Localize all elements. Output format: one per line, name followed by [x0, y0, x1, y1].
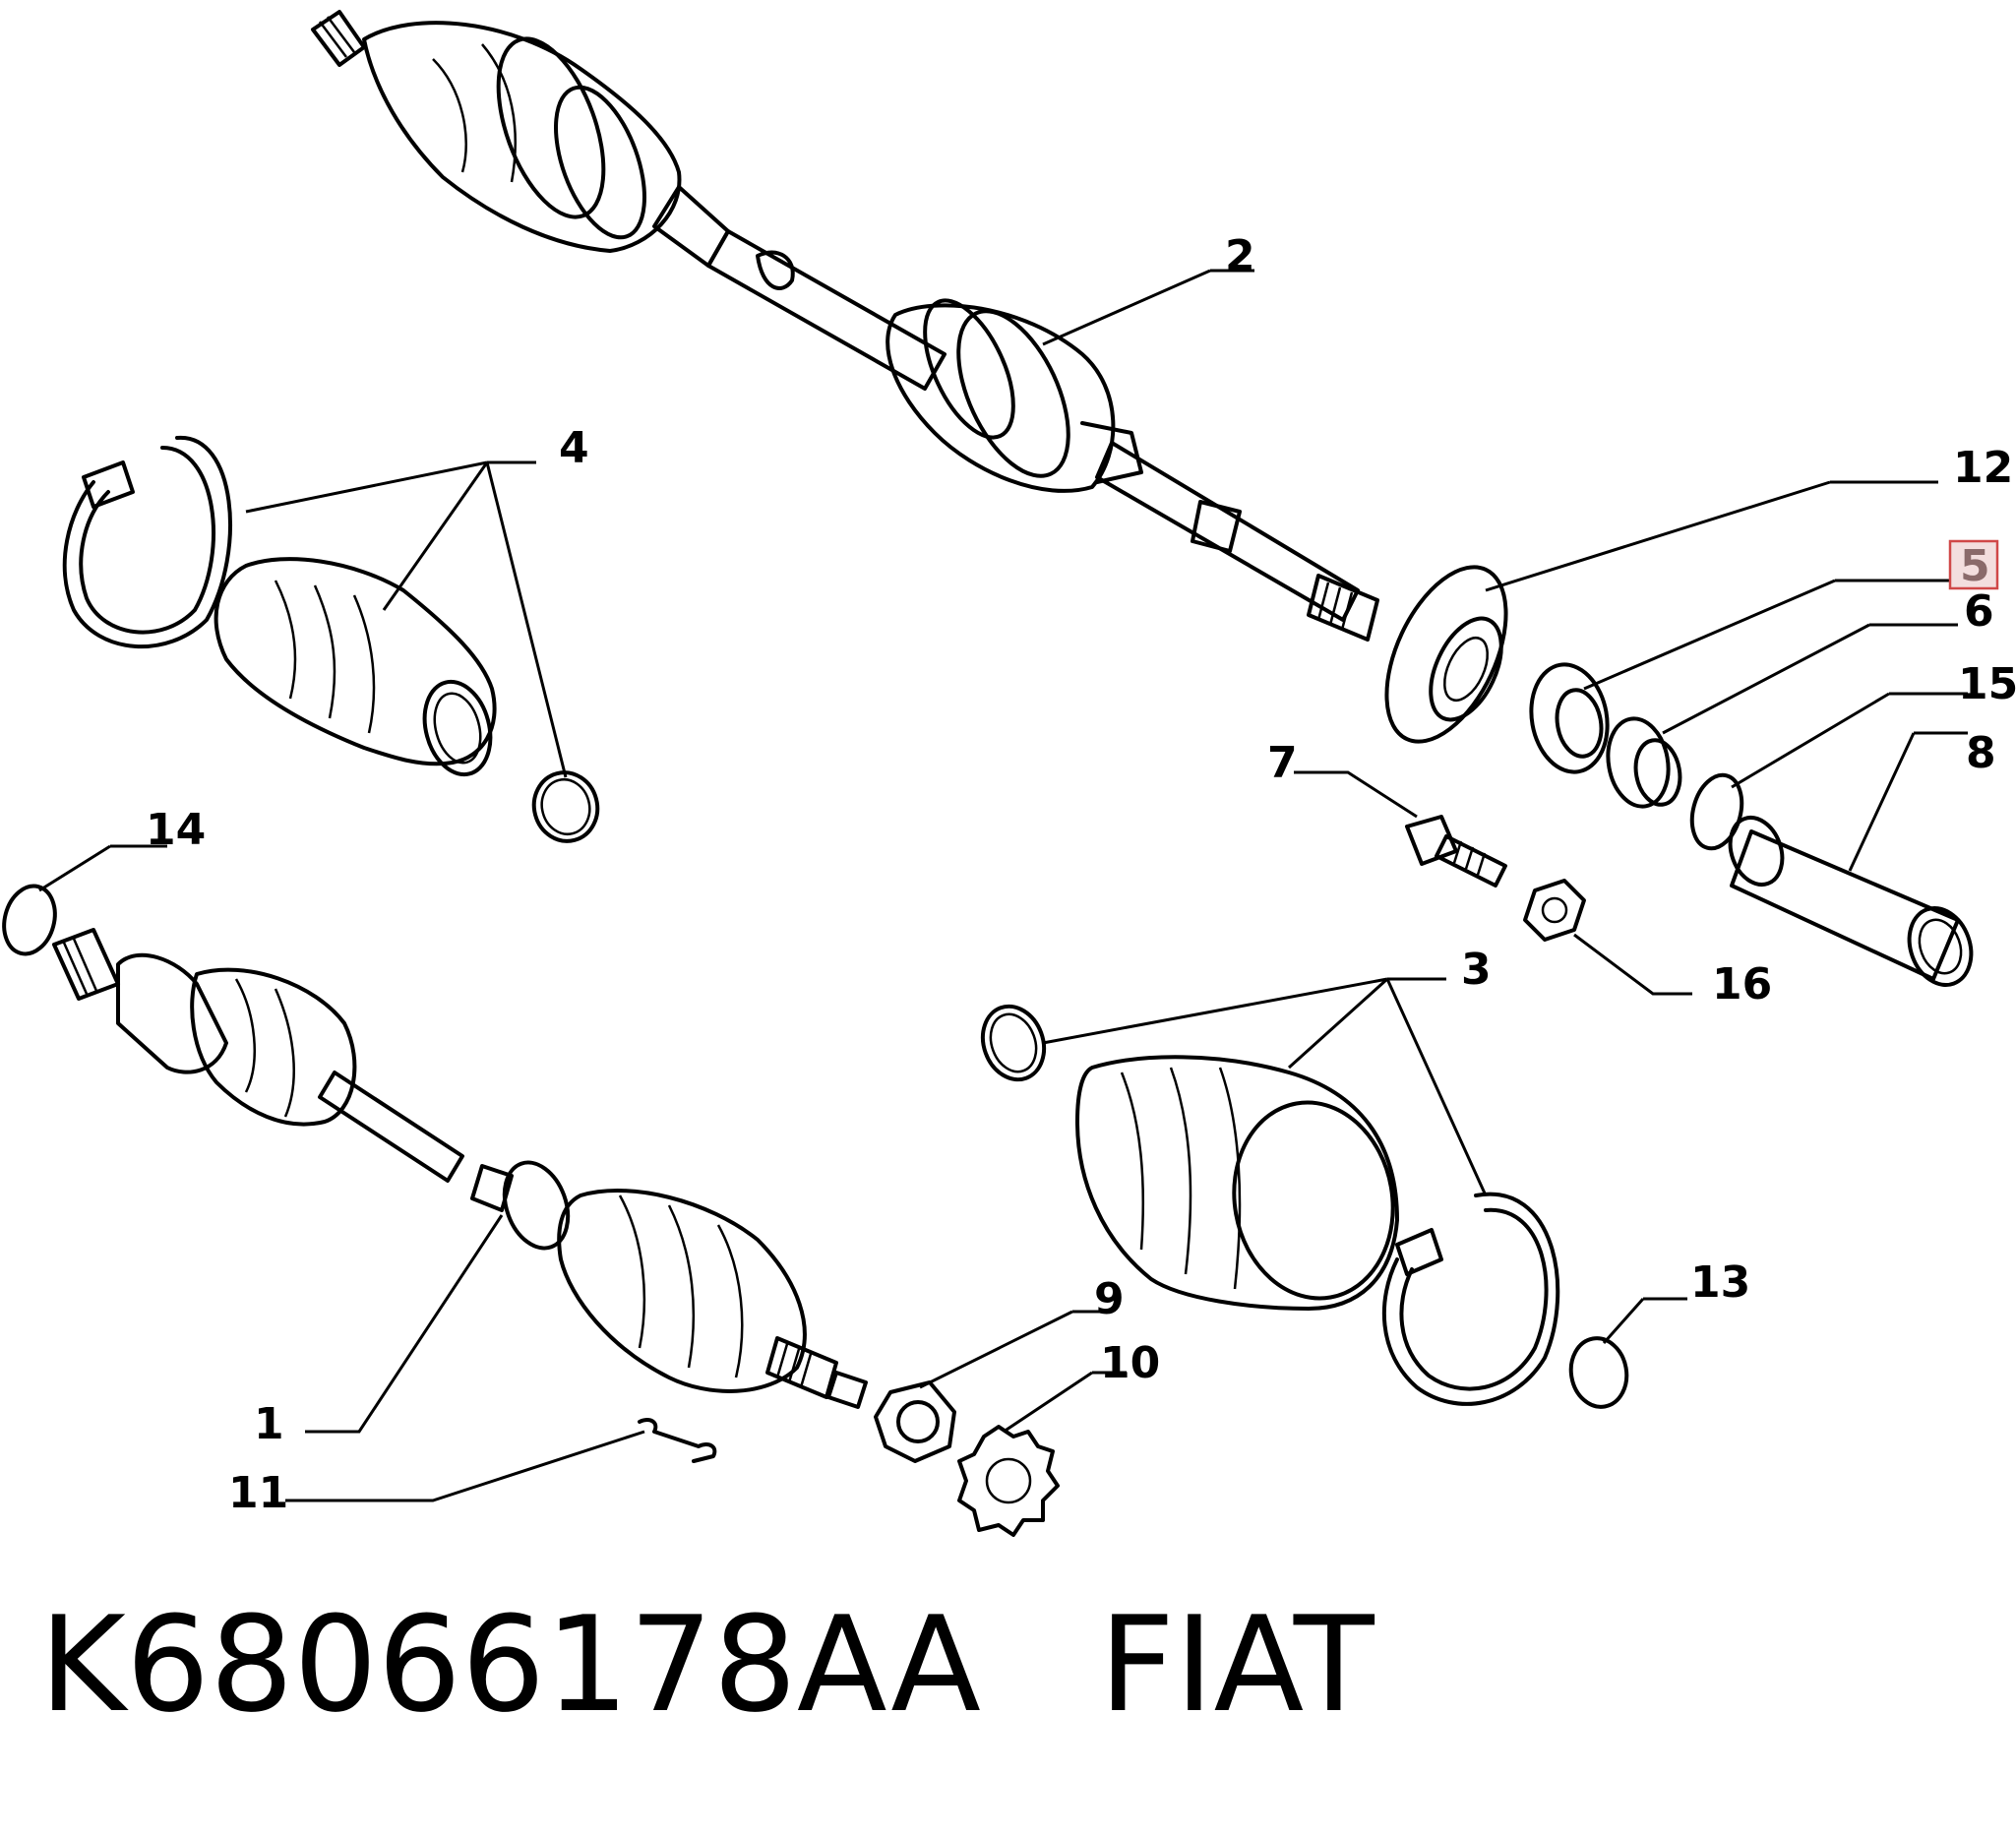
hub-nut-and-pin: [638, 1380, 1060, 1537]
callout-15: 15: [1958, 659, 2016, 709]
callout-13: 13: [1690, 1257, 1750, 1308]
callout-6: 6: [1964, 586, 1994, 637]
lower-drive-shaft: [52, 928, 868, 1409]
callout-5-highlight-box: [1948, 539, 1999, 590]
upper-drive-shaft: [311, 10, 1379, 642]
bearing-components: [1384, 565, 1974, 987]
bolt-and-nut: [1405, 815, 1586, 942]
callout-8: 8: [1966, 728, 1996, 778]
callout-3: 3: [1461, 945, 1492, 995]
callout-14: 14: [146, 805, 206, 855]
callout-7: 7: [1267, 738, 1298, 788]
callout-16: 16: [1712, 959, 1772, 1010]
leader-lines: [38, 269, 1968, 1502]
callout-labels: 2 4 12 5 6 15 8 7 16 3 14 9 10 13 1 11: [146, 231, 2016, 1518]
callout-5: 5: [1960, 541, 1990, 591]
left-boot-kit: [62, 435, 600, 843]
callout-4: 4: [559, 423, 589, 473]
callout-2: 2: [1225, 231, 1255, 281]
part-number: K68066178AA: [39, 1588, 981, 1742]
callout-12: 12: [1953, 443, 2013, 493]
callout-1: 1: [254, 1399, 284, 1449]
callout-11: 11: [228, 1468, 288, 1518]
callout-10: 10: [1100, 1338, 1160, 1388]
o-ring-14: [2, 884, 57, 956]
right-boot-kit: [980, 1004, 1629, 1409]
callout-9: 9: [1094, 1274, 1125, 1324]
brand-name: FIAT: [1098, 1588, 1375, 1742]
